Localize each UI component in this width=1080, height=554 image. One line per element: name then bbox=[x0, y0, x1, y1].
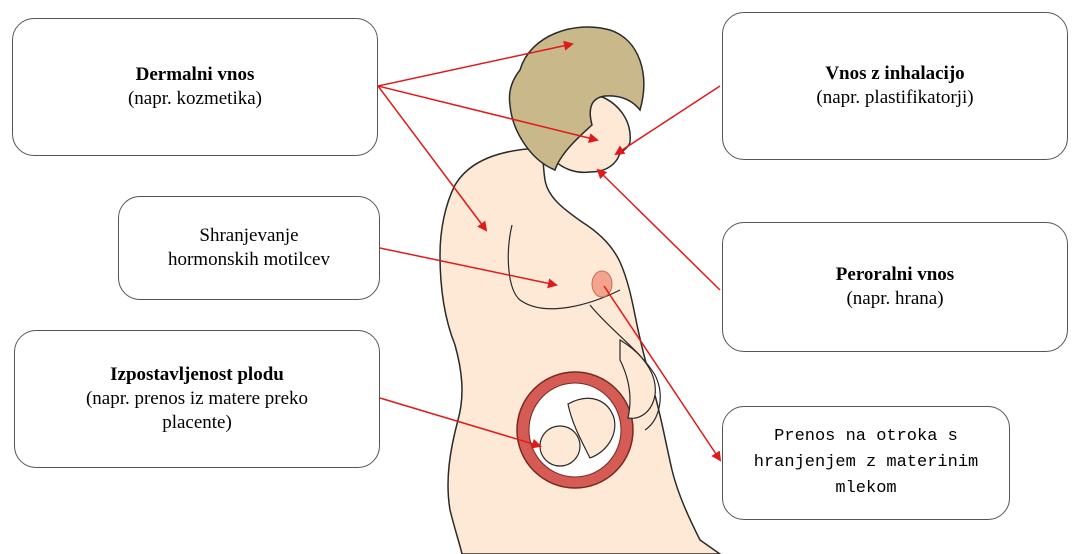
oral-subtitle: (napr. hrana) bbox=[846, 287, 943, 311]
milk-line-2: hranjenjem z materinim bbox=[754, 450, 978, 476]
fetal-exposure-box: Izpostavljenost plodu (napr. prenos iz m… bbox=[14, 330, 380, 468]
breast-milk-transfer-box: Prenos na otroka s hranjenjem z materini… bbox=[722, 406, 1010, 520]
inhalation-title: Vnos z inhalacijo bbox=[825, 62, 964, 86]
oral-title: Peroralni vnos bbox=[836, 263, 954, 287]
milk-line-1: Prenos na otroka s bbox=[774, 424, 958, 450]
storage-line-2: hormonskih motilcev bbox=[168, 248, 330, 272]
inhalation-intake-box: Vnos z inhalacijo (napr. plastifikatorji… bbox=[722, 12, 1068, 160]
body-silhouette bbox=[440, 148, 720, 554]
milk-line-3: mlekom bbox=[835, 476, 896, 502]
inhalation-subtitle: (napr. plastifikatorji) bbox=[816, 86, 973, 110]
dermal-intake-box: Dermalni vnos (napr. kozmetika) bbox=[12, 18, 378, 156]
storage-box: Shranjevanje hormonskih motilcev bbox=[118, 196, 380, 300]
storage-line-1: Shranjevanje bbox=[199, 224, 298, 248]
dermal-subtitle: (napr. kozmetika) bbox=[128, 87, 262, 111]
fetal-title: Izpostavljenost plodu bbox=[110, 363, 284, 387]
dermal-title: Dermalni vnos bbox=[136, 63, 255, 87]
fetal-line-1: (napr. prenos iz matere preko bbox=[86, 387, 308, 411]
oral-intake-box: Peroralni vnos (napr. hrana) bbox=[722, 222, 1068, 352]
arrow-dermal-body bbox=[378, 86, 486, 230]
fetus-head bbox=[540, 426, 580, 466]
fetal-line-2: placente) bbox=[162, 411, 232, 435]
